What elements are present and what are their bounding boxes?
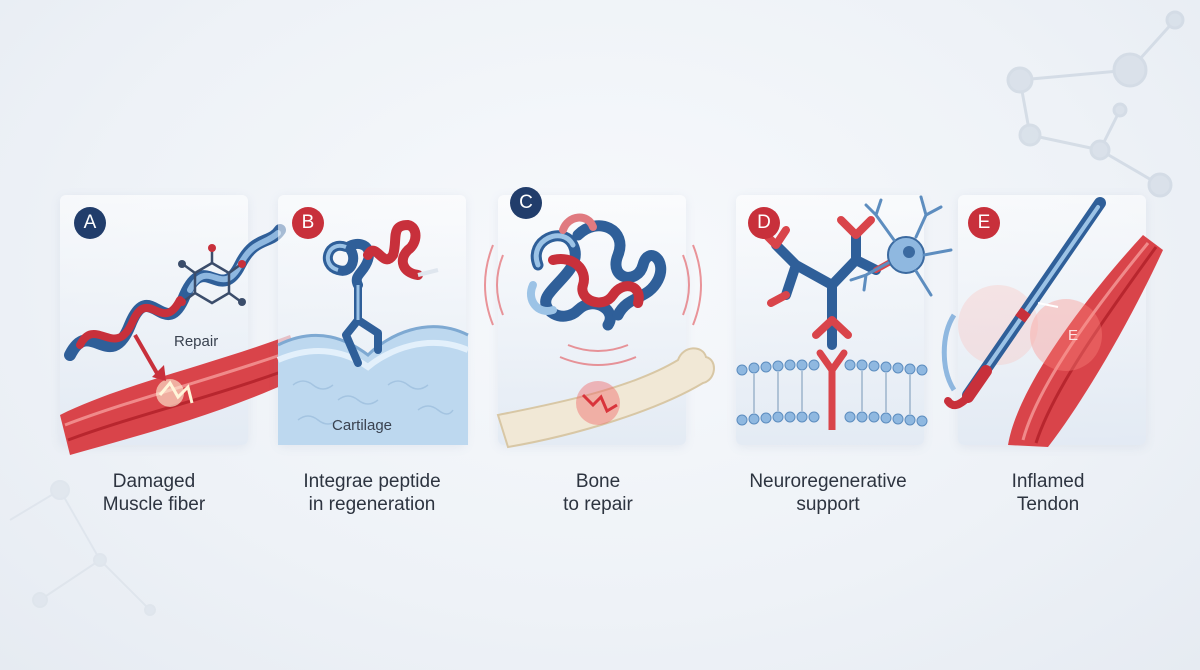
inflamed-tendon-illustration [944, 197, 1163, 447]
cartilage-illustration [276, 219, 470, 445]
bone-repair-illustration [484, 213, 715, 449]
tendon-marker-label: E [1068, 327, 1079, 344]
caption-line-2: in regeneration [308, 494, 436, 515]
caption-b: Integrae peptide in regeneration [262, 470, 482, 516]
panel-a: A Repair [60, 195, 305, 455]
panel-e: E E [944, 195, 1163, 447]
panel-b: B Cartilage [276, 195, 470, 445]
badge-b: B [292, 207, 324, 239]
caption-line-1: Inflamed [1011, 471, 1085, 492]
cartilage-label: Cartilage [332, 417, 393, 434]
caption-line-2: to repair [563, 494, 633, 515]
caption-e: Inflamed Tendon [938, 470, 1158, 516]
repair-label: Repair [174, 333, 219, 350]
caption-line-2: Muscle fiber [102, 494, 206, 515]
badge-e: E [968, 207, 1000, 239]
caption-line-1: Integrae peptide [303, 471, 441, 492]
caption-c: Bone to repair [488, 470, 708, 516]
caption-line-1: Bone [575, 471, 621, 492]
badge-c: C [510, 187, 542, 219]
panel-c: C [484, 187, 715, 449]
badge-a: A [74, 207, 106, 239]
caption-d: Neuroregenerative support [718, 470, 938, 516]
caption-line-1: Neuroregenerative [749, 471, 907, 492]
muscle-fiber-illustration [60, 224, 305, 455]
caption-a: Damaged Muscle fiber [44, 470, 264, 516]
panel-d: D [736, 195, 957, 445]
caption-line-2: Tendon [1016, 494, 1080, 515]
caption-line-1: Damaged [112, 471, 196, 492]
badge-d: D [748, 207, 780, 239]
caption-line-2: support [796, 494, 860, 515]
